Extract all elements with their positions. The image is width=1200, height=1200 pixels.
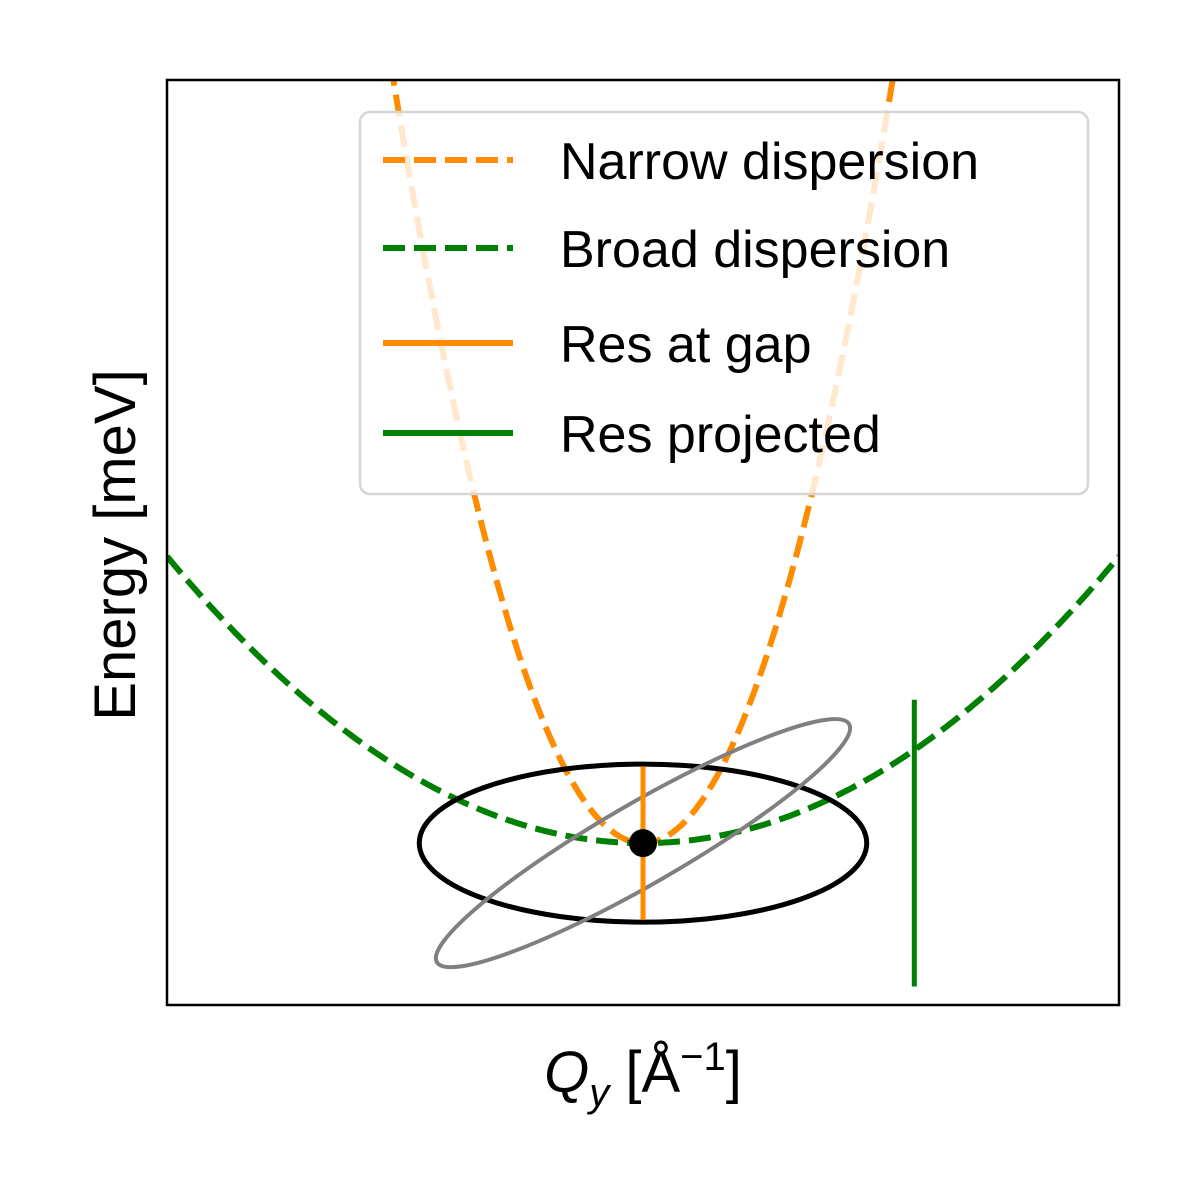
x-axis-label-unit: [Å — [609, 1040, 680, 1105]
x-axis-label-symbol: Q — [544, 1040, 589, 1105]
legend-label-broad-dispersion: Broad dispersion — [560, 221, 950, 279]
gap-point — [629, 829, 657, 858]
legend-label-res-at-gap: Res at gap — [560, 316, 812, 374]
legend-label-narrow-dispersion: Narrow dispersion — [560, 133, 979, 191]
axes-frame — [165, 78, 1121, 1007]
tilted-ellipse — [433, 717, 853, 970]
legend-label-res-projected: Res projected — [560, 406, 881, 464]
resolution-ellipse — [416, 761, 870, 925]
x-axis-label-exponent: −1 — [680, 1035, 726, 1079]
x-axis-label-subscript: y — [586, 1071, 612, 1115]
y-axis-label: Energy [meV] — [83, 369, 148, 720]
x-axis-label-close: ] — [726, 1040, 742, 1105]
x-axis-label: Qy [Å−1] — [544, 1035, 742, 1115]
legend-box — [358, 110, 1090, 496]
